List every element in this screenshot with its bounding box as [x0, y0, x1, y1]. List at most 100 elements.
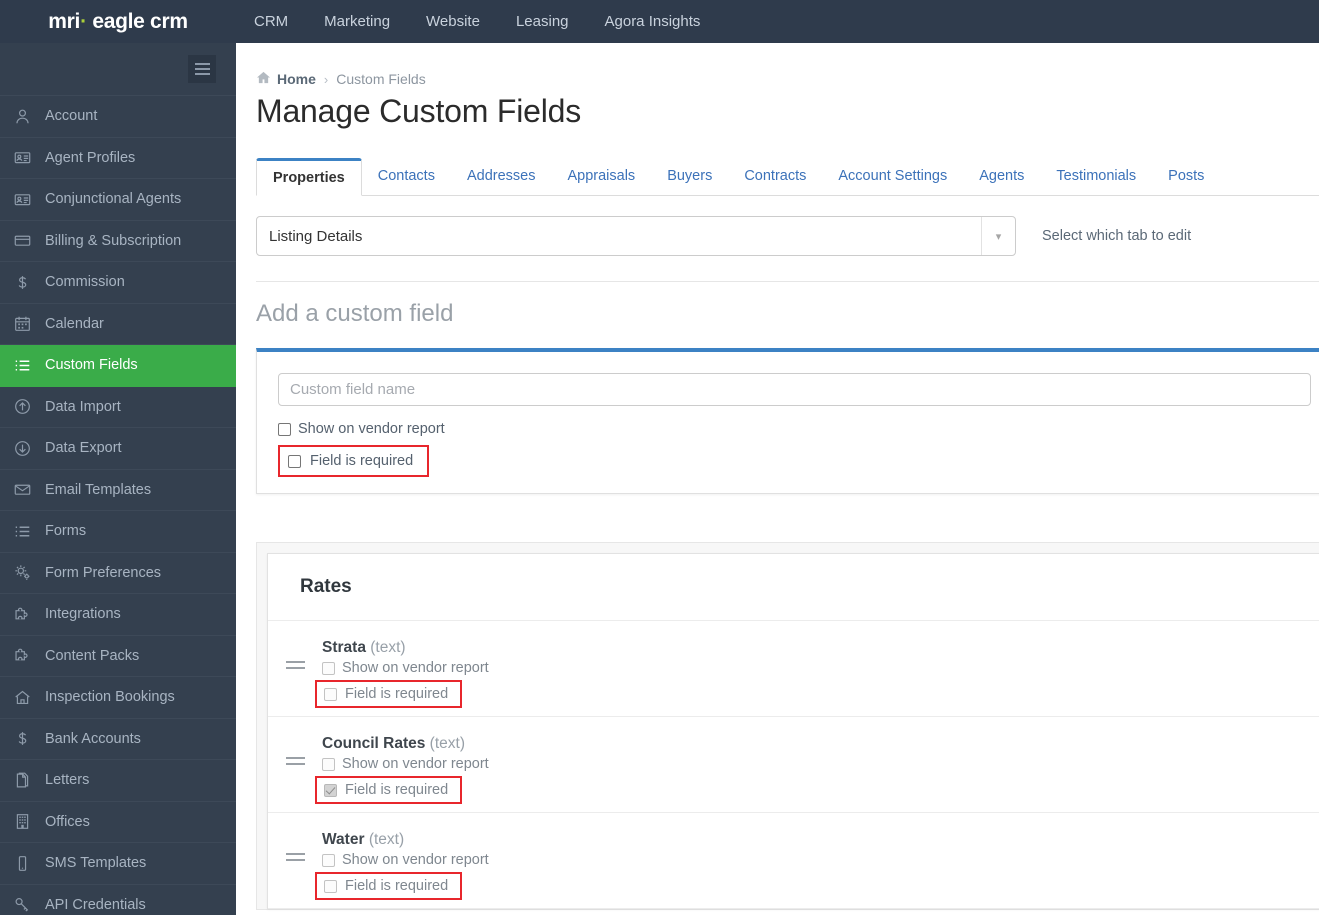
show-on-vendor-report-label: Show on vendor report [342, 660, 489, 676]
show-on-vendor-report-checkbox[interactable] [322, 757, 335, 771]
field-is-required-checkbox[interactable] [324, 783, 337, 797]
tab-agents[interactable]: Agents [979, 168, 1025, 184]
sidebar-item-form-preferences[interactable]: Form Preferences [0, 553, 236, 594]
sidebar-item-label: Forms [45, 523, 87, 540]
sidebar-item-label: Agent Profiles [45, 149, 136, 166]
tab-properties[interactable]: Properties [256, 158, 362, 196]
sidebar-item-conjunctional-agents[interactable]: Conjunctional Agents [0, 179, 236, 221]
field-is-required-row[interactable]: Field is required [315, 871, 489, 900]
sidebar-item-email-templates[interactable]: Email Templates [0, 470, 236, 511]
field-is-required-row[interactable]: Field is required [315, 679, 489, 708]
key-icon [14, 896, 44, 913]
envelope-icon [14, 481, 44, 498]
topnav-item-agora-insights[interactable]: Agora Insights [604, 13, 701, 30]
custom-field-name: Council Rates (text) [322, 735, 489, 753]
sidebar-item-offices[interactable]: Offices [0, 802, 236, 843]
field-is-required-label: Field is required [345, 686, 449, 702]
topnav-item-crm[interactable]: CRM [254, 13, 289, 30]
home-icon [14, 689, 44, 706]
field-is-required-checkbox[interactable] [324, 687, 337, 701]
tab-appraisals[interactable]: Appraisals [567, 168, 636, 184]
top-bar: mri· eagle crm CRM Marketing Website Lea… [0, 0, 1319, 43]
show-on-vendor-report-row[interactable]: Show on vendor report [322, 660, 489, 676]
topnav-item-leasing[interactable]: Leasing [515, 13, 569, 30]
add-custom-field-heading: Add a custom field [256, 300, 454, 327]
list-icon [14, 357, 44, 374]
sidebar-item-calendar[interactable]: Calendar [0, 304, 236, 345]
field-is-required-highlight: Field is required [315, 872, 463, 900]
sidebar-item-label: Letters [45, 772, 90, 789]
topnav-item-website[interactable]: Website [426, 13, 480, 30]
sidebar-item-label: Data Export [45, 440, 122, 457]
show-on-vendor-report-checkbox[interactable] [322, 853, 335, 867]
puzzle-icon [14, 606, 44, 623]
tab-buyers[interactable]: Buyers [667, 168, 713, 184]
field-is-required-row[interactable]: Field is required [315, 775, 489, 804]
sidebar-item-billing-subscription[interactable]: Billing & Subscription [0, 221, 236, 262]
arrow-up-circle-icon [14, 398, 44, 415]
tab-testimonials[interactable]: Testimonials [1056, 168, 1137, 184]
tab-contracts[interactable]: Contracts [744, 168, 807, 184]
tab-addresses[interactable]: Addresses [466, 168, 536, 184]
sidebar-item-custom-fields[interactable]: Custom Fields [0, 345, 236, 387]
sidebar-item-account[interactable]: Account [0, 96, 236, 138]
add-show-on-vendor-report-checkbox[interactable] [278, 422, 291, 436]
drag-handle-icon[interactable] [268, 823, 322, 855]
drag-handle-icon[interactable] [268, 631, 322, 663]
brand-logo[interactable]: mri· eagle crm [0, 0, 236, 43]
puzzle-icon [14, 647, 44, 664]
add-show-on-vendor-report-row[interactable]: Show on vendor report [278, 418, 1319, 440]
sidebar-item-commission[interactable]: Commission [0, 262, 236, 304]
sidebar-item-bank-accounts[interactable]: Bank Accounts [0, 719, 236, 760]
sidebar-item-data-export[interactable]: Data Export [0, 428, 236, 470]
tab-contacts[interactable]: Contacts [377, 168, 435, 184]
add-field-is-required-row[interactable]: Field is required [265, 440, 1319, 477]
sidebar-item-letters[interactable]: Letters [0, 760, 236, 802]
credit-card-icon [14, 232, 44, 249]
custom-field-type: (text) [429, 735, 465, 752]
user-icon [14, 108, 44, 125]
drag-handle-icon[interactable] [268, 727, 322, 759]
sidebar-item-forms[interactable]: Forms [0, 511, 236, 553]
show-on-vendor-report-label: Show on vendor report [342, 852, 489, 868]
custom-field-name-text: Strata [322, 639, 366, 656]
sidebar-item-inspection-bookings[interactable]: Inspection Bookings [0, 677, 236, 719]
breadcrumb-separator: › [323, 71, 329, 87]
add-field-is-required-label: Field is required [310, 453, 414, 469]
add-show-on-vendor-report-label: Show on vendor report [298, 421, 445, 437]
tab-account-settings[interactable]: Account Settings [838, 168, 948, 184]
add-custom-field-panel: Custom field name Show on vendor report … [256, 348, 1319, 494]
field-is-required-checkbox[interactable] [324, 879, 337, 893]
tab-select-hint: Select which tab to edit [1042, 228, 1192, 244]
logo-mri-text: mri [48, 9, 81, 33]
documents-icon [14, 772, 44, 789]
sidebar-item-sms-templates[interactable]: SMS Templates [0, 843, 236, 885]
show-on-vendor-report-checkbox[interactable] [322, 661, 335, 675]
gears-icon [14, 564, 44, 581]
sidebar-item-data-import[interactable]: Data Import [0, 387, 236, 428]
custom-field-name-input[interactable]: Custom field name [278, 373, 1311, 406]
sidebar-item-label: SMS Templates [45, 855, 147, 872]
custom-field-name: Water (text) [322, 831, 489, 849]
chevron-down-icon[interactable]: ▾ [981, 217, 1015, 255]
sidebar-item-label: Account [45, 108, 98, 125]
sidebar-item-content-packs[interactable]: Content Packs [0, 636, 236, 677]
custom-field-type: (text) [370, 639, 406, 656]
show-on-vendor-report-row[interactable]: Show on vendor report [322, 756, 489, 772]
hamburger-menu-icon[interactable] [188, 55, 216, 83]
tab-posts[interactable]: Posts [1168, 168, 1205, 184]
topnav-item-marketing[interactable]: Marketing [324, 13, 391, 30]
tab-select-row: Listing Details ▾ Select which tab to ed… [256, 216, 1319, 256]
show-on-vendor-report-row[interactable]: Show on vendor report [322, 852, 489, 868]
breadcrumb-home-link[interactable]: Home [277, 71, 316, 87]
sidebar-item-api-credentials[interactable]: API Credentials [0, 885, 236, 915]
sidebar-item-label: Custom Fields [45, 357, 138, 374]
tab-select-dropdown[interactable]: Listing Details ▾ [256, 216, 1016, 256]
sidebar-item-agent-profiles[interactable]: Agent Profiles [0, 138, 236, 179]
sidebar-item-integrations[interactable]: Integrations [0, 594, 236, 636]
field-is-required-highlight: Field is required [315, 776, 463, 804]
add-field-is-required-checkbox[interactable] [288, 454, 301, 468]
